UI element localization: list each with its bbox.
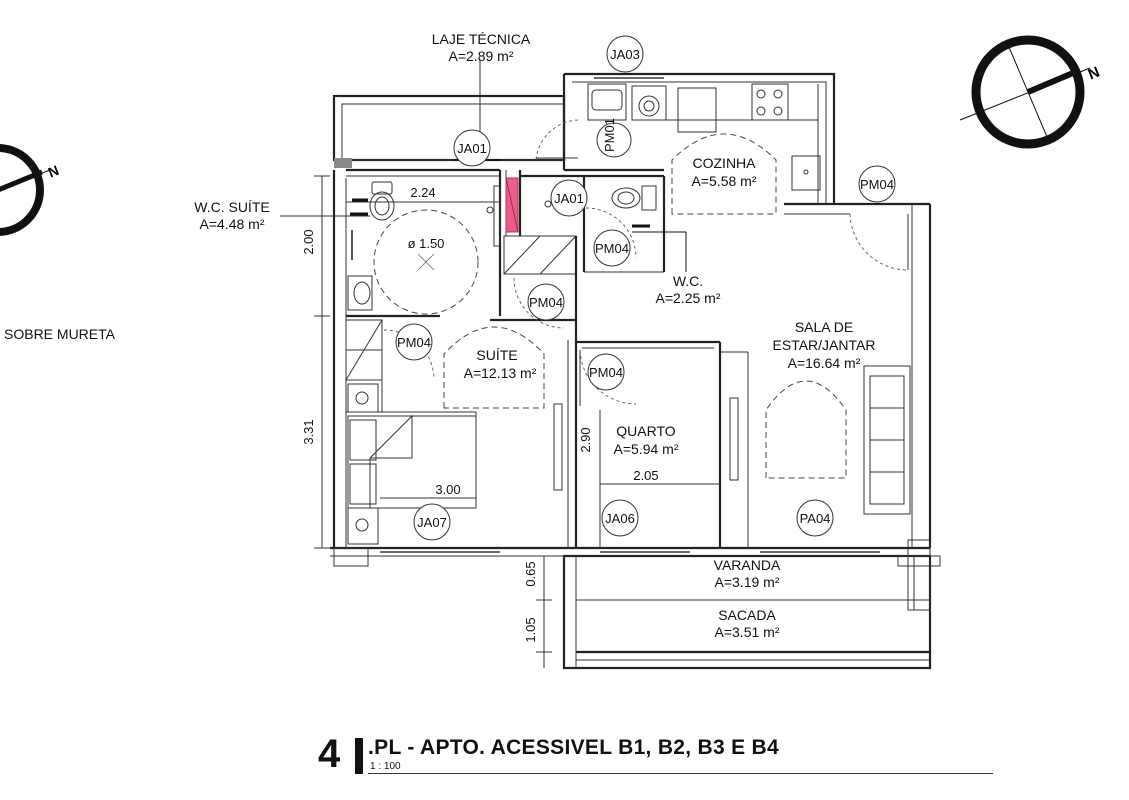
tag-pm04-suite-wc: PM04 xyxy=(527,283,565,321)
tag-ja07: JA07 xyxy=(413,503,451,541)
svg-text:N: N xyxy=(1086,64,1102,84)
room-wc-area: A=2.25 m² xyxy=(656,290,721,306)
tag-ja01-wc: JA01 xyxy=(550,179,588,217)
dim-quarto-width: 2.05 xyxy=(633,468,658,483)
room-cozinha-name: COZINHA xyxy=(693,155,757,171)
title-bar-mark xyxy=(355,738,363,774)
north-arrow-left-icon: N xyxy=(0,144,61,236)
furniture xyxy=(347,365,911,545)
dim-varanda-depth: 0.65 xyxy=(523,561,538,586)
room-sacada-name: SACADA xyxy=(718,607,776,623)
tag-ja01-top: JA01 xyxy=(453,129,491,167)
tag-ja07-label: JA07 xyxy=(417,515,447,530)
room-wc-suite-name: W.C. SUÍTE xyxy=(194,199,269,215)
room-sala-line2: ESTAR/JANTAR xyxy=(773,337,876,353)
tag-pa04: PA04 xyxy=(796,499,834,537)
room-cozinha-area: A=5.58 m² xyxy=(692,173,757,189)
drawing-number: 4 xyxy=(318,732,341,776)
room-laje-tecnica-name: LAJE TÉCNICA xyxy=(432,31,531,47)
bathroom-fixtures xyxy=(347,181,687,311)
room-varanda-name: VARANDA xyxy=(714,557,781,573)
dim-turning-circle: ø 1.50 xyxy=(408,236,445,251)
tag-pm01: PM01 xyxy=(596,118,632,158)
tag-pm04-quarto-label: PM04 xyxy=(589,365,623,380)
dim-quarto-height: 2.90 xyxy=(578,427,593,452)
interior-walls xyxy=(345,168,749,548)
drawing-title: .PL - APTO. ACESSIVEL B1, B2, B3 E B4 xyxy=(368,736,779,759)
dim-suite-height: 3.31 xyxy=(301,419,316,444)
drawing-scale: 1 : 100 xyxy=(370,761,401,772)
dim-wc-suite-width: 2.24 xyxy=(410,185,435,200)
kitchen-fixtures xyxy=(587,83,821,204)
tag-pm04-suite: PM04 xyxy=(395,323,433,361)
tag-ja01-wc-label: JA01 xyxy=(554,191,584,206)
room-sacada-area: A=3.51 m² xyxy=(715,624,780,640)
accessibility-circles xyxy=(373,133,847,479)
room-sala-line1: SALA DE xyxy=(795,319,853,335)
room-wc-suite-area: A=4.48 m² xyxy=(200,216,265,232)
tag-pm04-quarto: PM04 xyxy=(587,353,625,391)
room-wc-name: W.C. xyxy=(673,273,703,289)
tag-pm04-entry: PM04 xyxy=(858,165,896,203)
dim-wc-suite-height: 2.00 xyxy=(301,229,316,254)
room-suite-area: A=12.13 m² xyxy=(464,365,537,381)
tag-ja03-label: JA03 xyxy=(610,47,640,62)
room-quarto-area: A=5.94 m² xyxy=(614,441,679,457)
tag-pm04-suite-label: PM04 xyxy=(397,335,431,350)
svg-text:N: N xyxy=(46,162,61,181)
tag-ja06: JA06 xyxy=(601,499,639,537)
dim-suite-width: 3.00 xyxy=(435,482,460,497)
tag-pa04-label: PA04 xyxy=(800,511,831,526)
tag-pm01-label: PM01 xyxy=(602,118,617,152)
note-sobre-mureta: SOBRE MURETA xyxy=(4,326,116,342)
drawing-title-block: 4 .PL - APTO. ACESSIVEL B1, B2, B3 E B4 … xyxy=(318,730,998,780)
tag-ja01-top-label: JA01 xyxy=(457,141,487,156)
exterior-walls xyxy=(330,72,941,670)
room-laje-tecnica-area: A=2.89 m² xyxy=(449,48,514,64)
room-sala-area: A=16.64 m² xyxy=(788,355,861,371)
room-varanda-area: A=3.19 m² xyxy=(715,574,780,590)
tag-pm04-entry-label: PM04 xyxy=(860,177,894,192)
room-suite-name: SUÍTE xyxy=(476,347,517,363)
room-quarto-name: QUARTO xyxy=(616,423,675,439)
dimension-lines xyxy=(280,60,720,668)
dim-sacada-depth: 1.05 xyxy=(523,617,538,642)
north-arrow-right-icon: N xyxy=(959,35,1102,149)
tag-pm04-wc-label: PM04 xyxy=(595,241,629,256)
tag-ja06-label: JA06 xyxy=(605,511,635,526)
tag-pm04-suite-wc-label: PM04 xyxy=(529,295,563,310)
tag-pm04-wc: PM04 xyxy=(593,229,631,267)
title-underline xyxy=(368,773,993,774)
tag-ja03: JA03 xyxy=(606,35,644,73)
